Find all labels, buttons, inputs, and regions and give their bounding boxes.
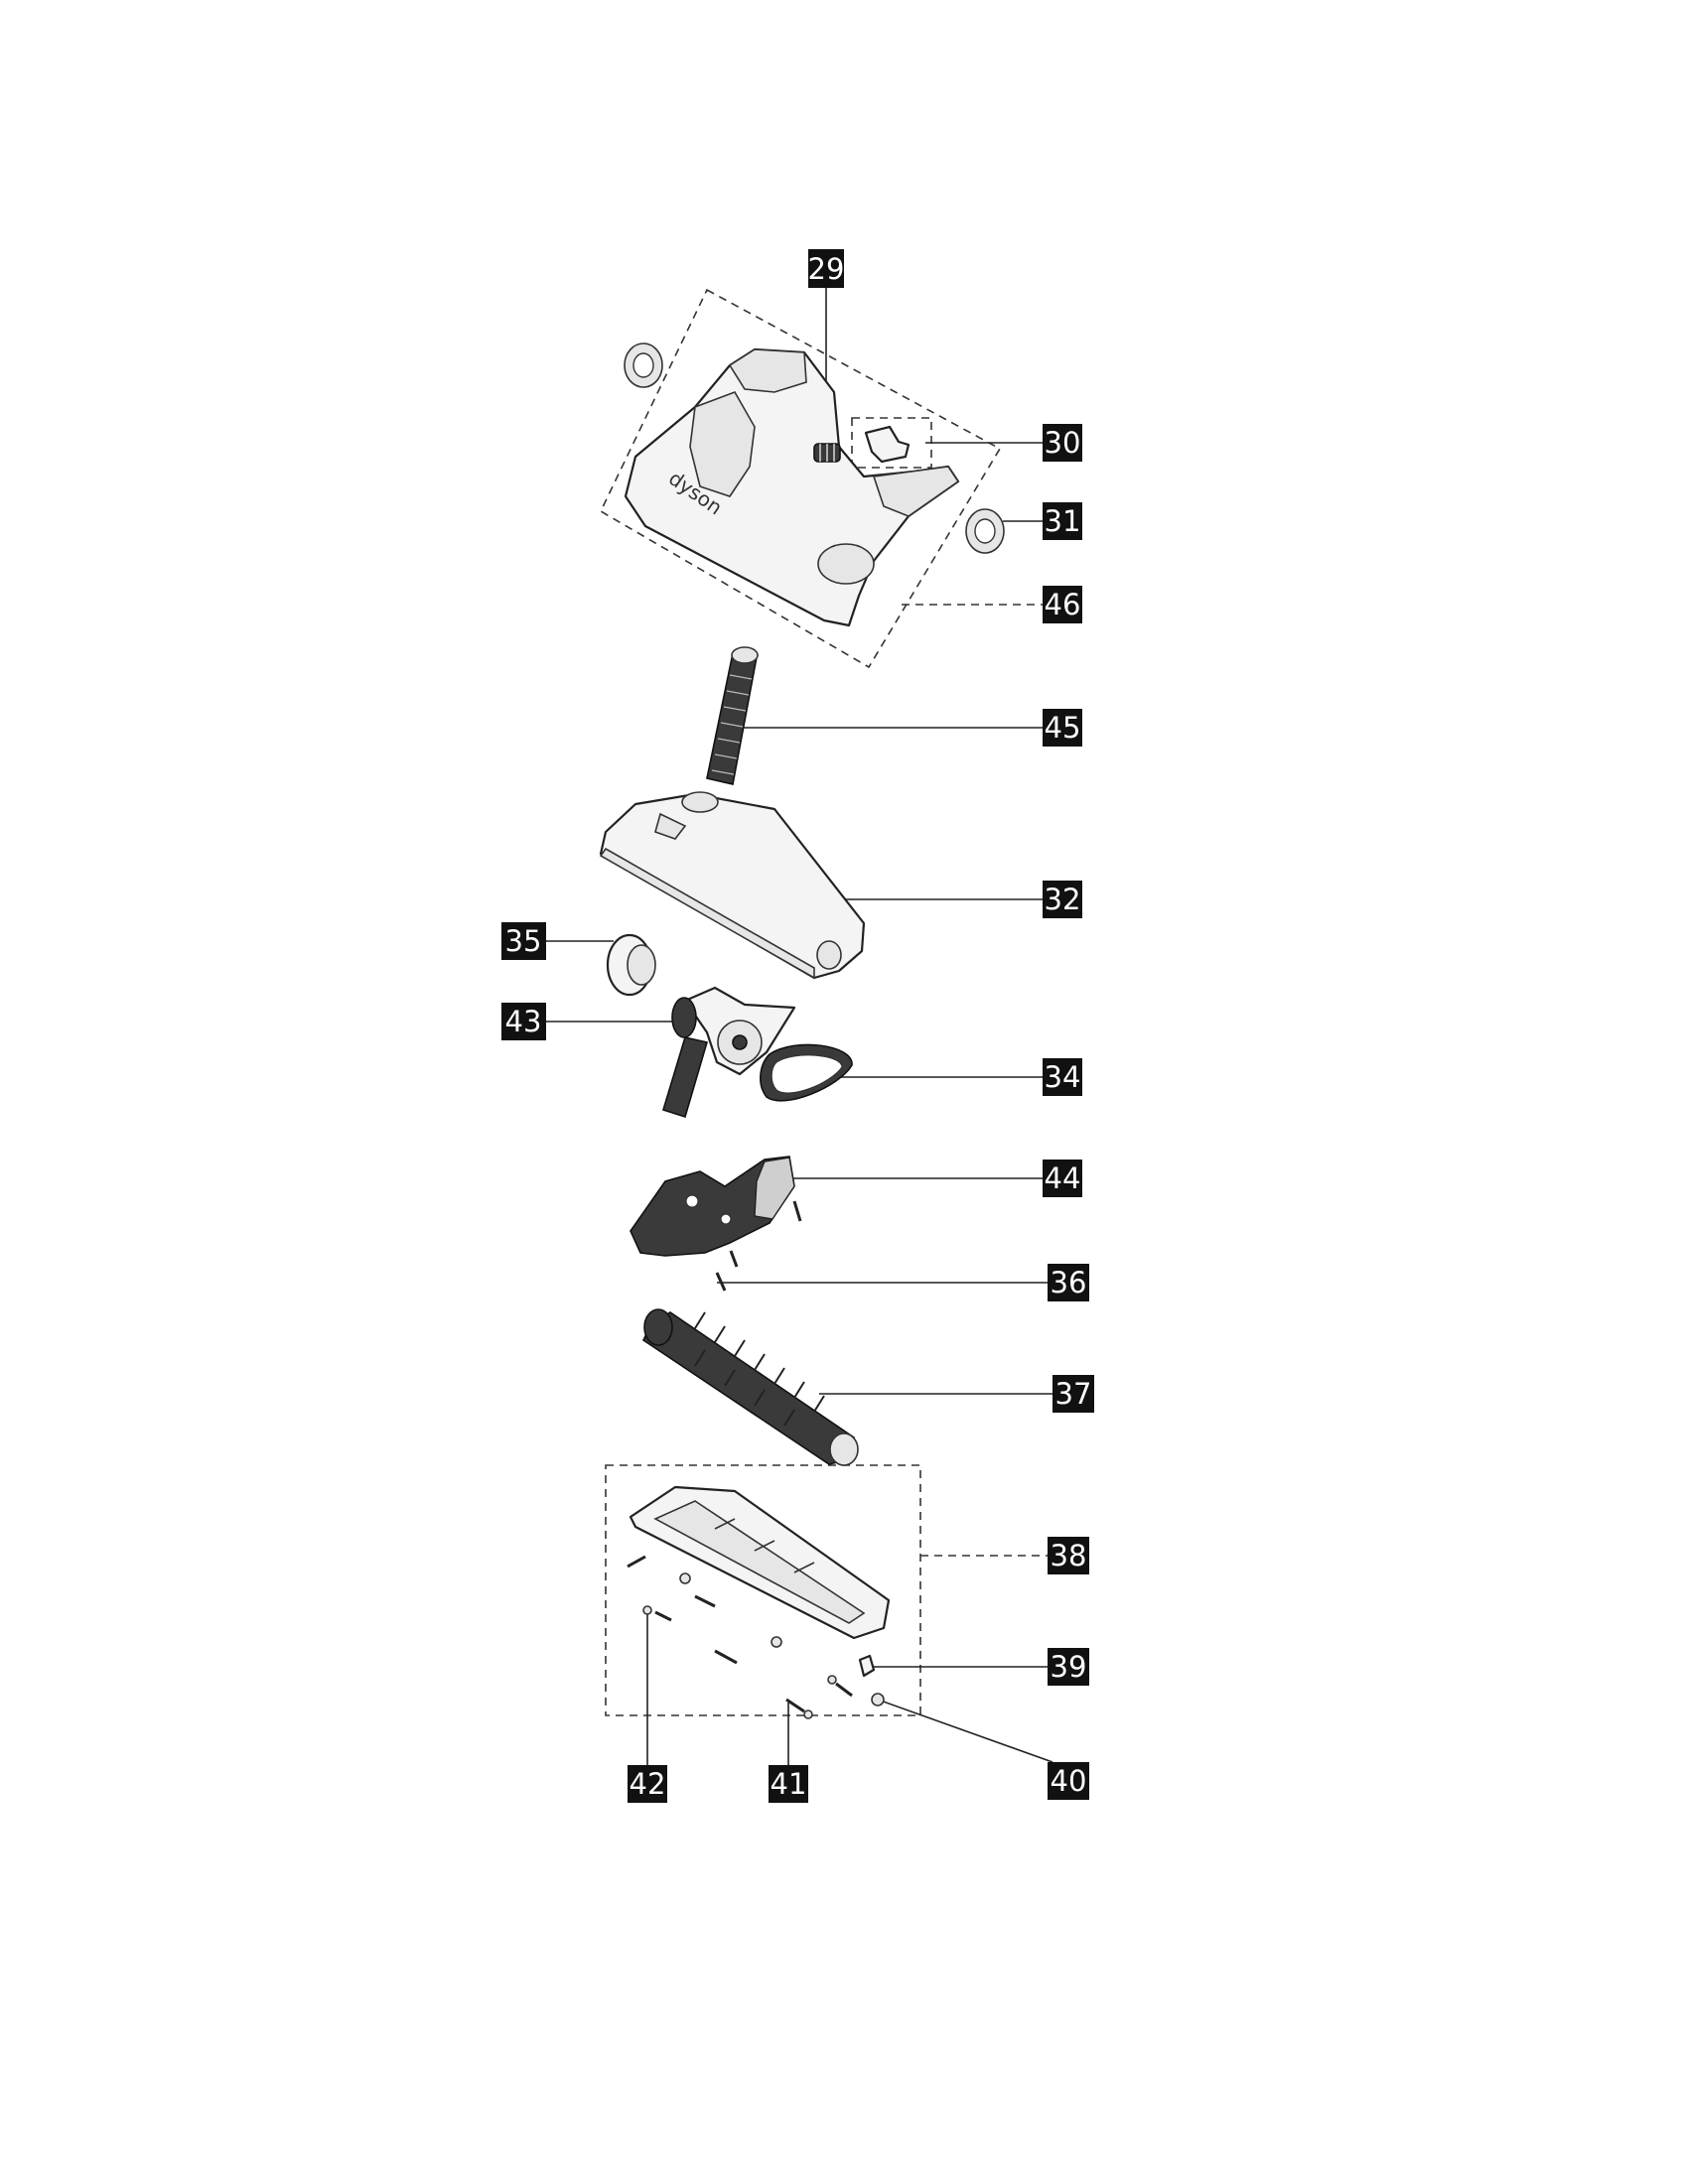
svg-text:29: 29 [808, 252, 845, 286]
callout-44: 44 [1043, 1160, 1082, 1197]
svg-text:40: 40 [1051, 1764, 1087, 1798]
svg-text:39: 39 [1051, 1650, 1087, 1684]
callout-32: 32 [1043, 881, 1082, 918]
part-29-spring [813, 443, 841, 463]
part-45-hose [706, 646, 759, 785]
svg-text:45: 45 [1045, 711, 1081, 745]
part-36-screws [715, 1200, 802, 1292]
part-screws-set [627, 1555, 853, 1698]
part-44-gearbox [630, 1156, 795, 1257]
svg-text:30: 30 [1045, 426, 1081, 460]
part-30-latch [864, 425, 911, 464]
svg-text:38: 38 [1051, 1539, 1087, 1572]
part-35-clutch [606, 933, 656, 997]
callout-42: 42 [628, 1765, 667, 1803]
callout-40: 40 [1048, 1762, 1089, 1800]
part-43-drive [662, 986, 796, 1119]
part-39-clip [858, 1654, 876, 1678]
svg-text:36: 36 [1051, 1266, 1087, 1299]
svg-text:34: 34 [1045, 1060, 1081, 1094]
part-40-wheel [871, 1693, 885, 1706]
svg-text:37: 37 [1055, 1377, 1092, 1411]
part-32-cleaner-head [599, 791, 866, 980]
part-34-belt [760, 1043, 853, 1102]
callout-45: 45 [1043, 709, 1082, 747]
svg-text:41: 41 [771, 1767, 807, 1801]
callout-36: 36 [1048, 1264, 1089, 1301]
callout-41: 41 [769, 1765, 808, 1803]
assembly-boundary-38 [605, 1464, 921, 1716]
assembly-boundary-46 [599, 288, 1002, 669]
part-37-brushbar [641, 1308, 859, 1466]
callout-39: 39 [1048, 1648, 1089, 1686]
callout-34: 34 [1043, 1058, 1082, 1096]
svg-text:43: 43 [505, 1005, 542, 1038]
part-46-chassis: dyson [624, 347, 960, 627]
callout-29: 29 [808, 249, 845, 288]
svg-text:35: 35 [505, 924, 542, 958]
svg-text:44: 44 [1045, 1161, 1081, 1195]
part-42-screw [642, 1605, 672, 1622]
callout-30: 30 [1043, 424, 1082, 462]
svg-text:31: 31 [1045, 504, 1081, 538]
part-31-ring-right [965, 508, 1005, 554]
callout-31: 31 [1043, 502, 1082, 540]
callout-46: 46 [1043, 586, 1082, 623]
svg-text:46: 46 [1045, 588, 1081, 621]
part-41-pin [785, 1698, 813, 1719]
leader-40 [877, 1699, 1053, 1763]
svg-text:32: 32 [1045, 883, 1081, 916]
part-38-soleplate [629, 1485, 891, 1640]
svg-text:42: 42 [630, 1767, 666, 1801]
callout-38: 38 [1048, 1537, 1089, 1574]
callout-43: 43 [501, 1003, 546, 1040]
callout-35: 35 [501, 922, 546, 960]
callout-37: 37 [1052, 1375, 1094, 1413]
part-31-ring-left [624, 342, 663, 388]
